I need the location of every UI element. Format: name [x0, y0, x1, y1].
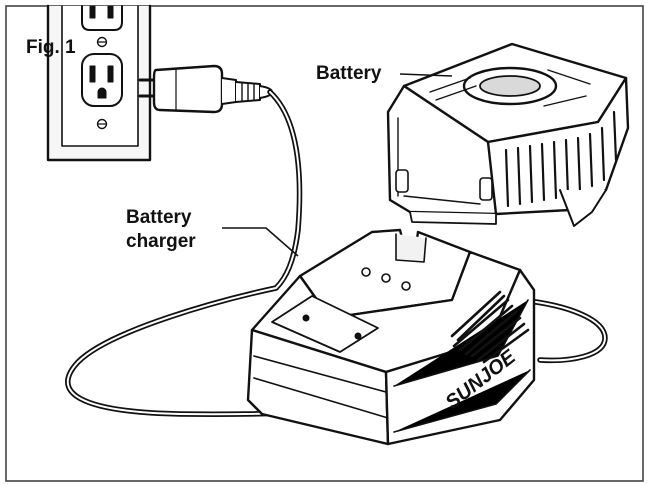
charger-label-line-1: Battery [126, 207, 192, 228]
battery-label: Battery [316, 63, 382, 84]
figure-label: Fig. 1 [26, 37, 76, 58]
battery-charger-illustration [246, 228, 536, 446]
power-plug-illustration [138, 64, 273, 114]
battery-leader-line [399, 73, 453, 77]
charger-label-line-2: charger [126, 231, 196, 252]
battery-illustration [386, 42, 630, 227]
charger-leader-line [222, 227, 299, 257]
wall-outlet-illustration [46, 4, 152, 162]
